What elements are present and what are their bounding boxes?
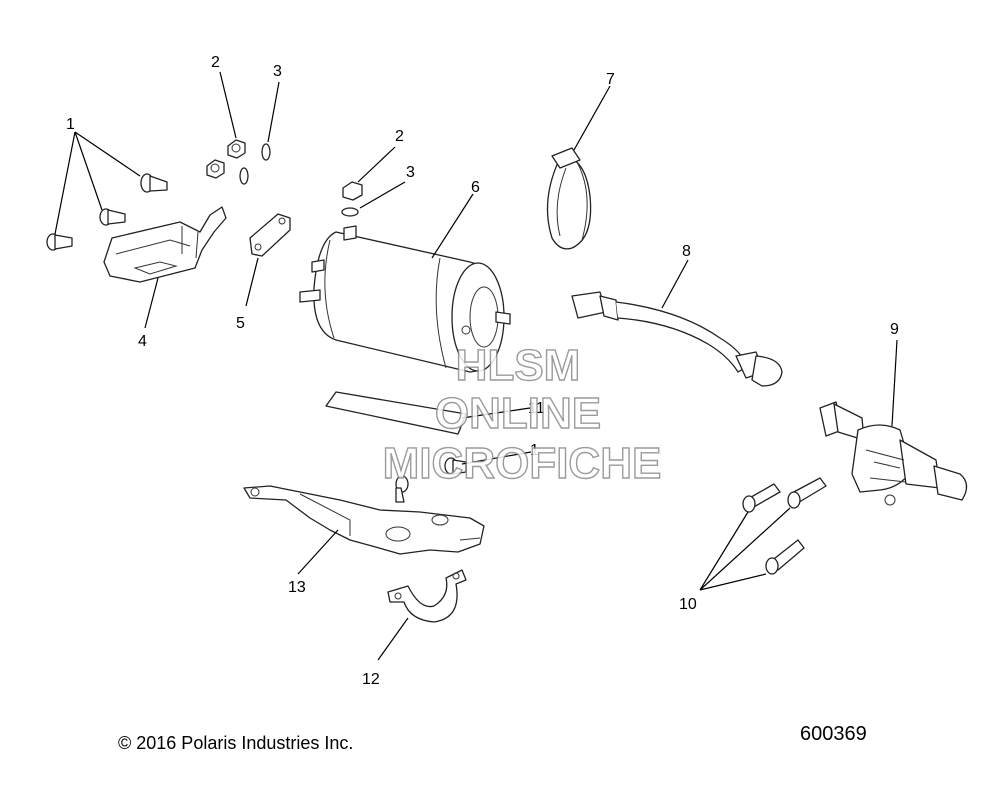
watermark-line-3: MICROFICHE <box>383 439 662 488</box>
callout-9: 9 <box>890 321 899 338</box>
leader-6 <box>431 193 474 259</box>
pad-part-11 <box>325 391 467 435</box>
callout-12: 12 <box>362 671 380 688</box>
callout-13: 13 <box>288 579 306 596</box>
wire-lead-part-8 <box>571 291 783 387</box>
callout-5: 5 <box>236 315 245 332</box>
leader-7 <box>573 85 611 151</box>
bracket-part-4 <box>103 206 227 283</box>
leader-9 <box>891 339 898 427</box>
callout-1-center: 1 <box>530 442 539 459</box>
bolt-part-10-upper <box>787 477 827 509</box>
screw-part-1-middle <box>99 208 126 226</box>
nut-part-2-center <box>342 181 363 201</box>
washer-part-3-lower <box>239 167 249 185</box>
washer-part-3-upper <box>261 143 271 161</box>
watermark-line-2: ONLINE <box>435 389 601 438</box>
callout-8: 8 <box>682 243 691 260</box>
leader-10 <box>699 507 791 591</box>
leader-5 <box>245 257 259 307</box>
callout-10: 10 <box>679 596 697 613</box>
callout-1-left: 1 <box>66 116 75 133</box>
watermark-line-1: HLSM <box>456 341 581 390</box>
drive-assembly-part-9 <box>819 401 968 506</box>
copyright-notice: © 2016 Polaris Industries Inc. <box>118 733 354 753</box>
plate-part-5 <box>249 213 291 257</box>
nut-part-2-lower <box>206 159 225 179</box>
leader-3a <box>267 81 280 143</box>
strap-part-12 <box>387 569 467 623</box>
callout-3-left: 3 <box>273 63 282 80</box>
screw-part-1-center-right <box>444 457 467 475</box>
callout-7: 7 <box>606 71 615 88</box>
screw-part-1-lower <box>46 233 73 251</box>
bolt-part-10-left <box>742 483 781 513</box>
leader-12 <box>377 617 409 661</box>
callout-2-center: 2 <box>395 128 404 145</box>
leader-2a <box>219 71 237 139</box>
leader-11 <box>461 407 531 419</box>
nut-part-2-upper <box>227 139 246 159</box>
bracket-part-13 <box>243 485 485 555</box>
document-number: 600369 <box>800 723 867 745</box>
leader-4 <box>144 277 159 329</box>
screw-part-1-upper <box>140 173 168 193</box>
bolt-part-10-lower <box>765 539 805 575</box>
leader-13 <box>297 529 339 575</box>
callout-3-center: 3 <box>406 164 415 181</box>
leader-1b <box>461 451 532 465</box>
washer-part-3-center <box>341 207 359 217</box>
callout-2-left: 2 <box>211 54 220 71</box>
starter-motor-part-6 <box>299 225 511 373</box>
callout-11: 11 <box>528 400 545 417</box>
callout-6: 6 <box>471 179 480 196</box>
screw-part-1-center-left <box>395 475 409 503</box>
leader-3b <box>359 181 406 209</box>
callout-4: 4 <box>138 333 147 350</box>
leader-8 <box>661 259 689 309</box>
leader-2b <box>357 146 396 183</box>
hose-clamp-part-7 <box>546 147 592 250</box>
leader-1a <box>54 131 141 235</box>
